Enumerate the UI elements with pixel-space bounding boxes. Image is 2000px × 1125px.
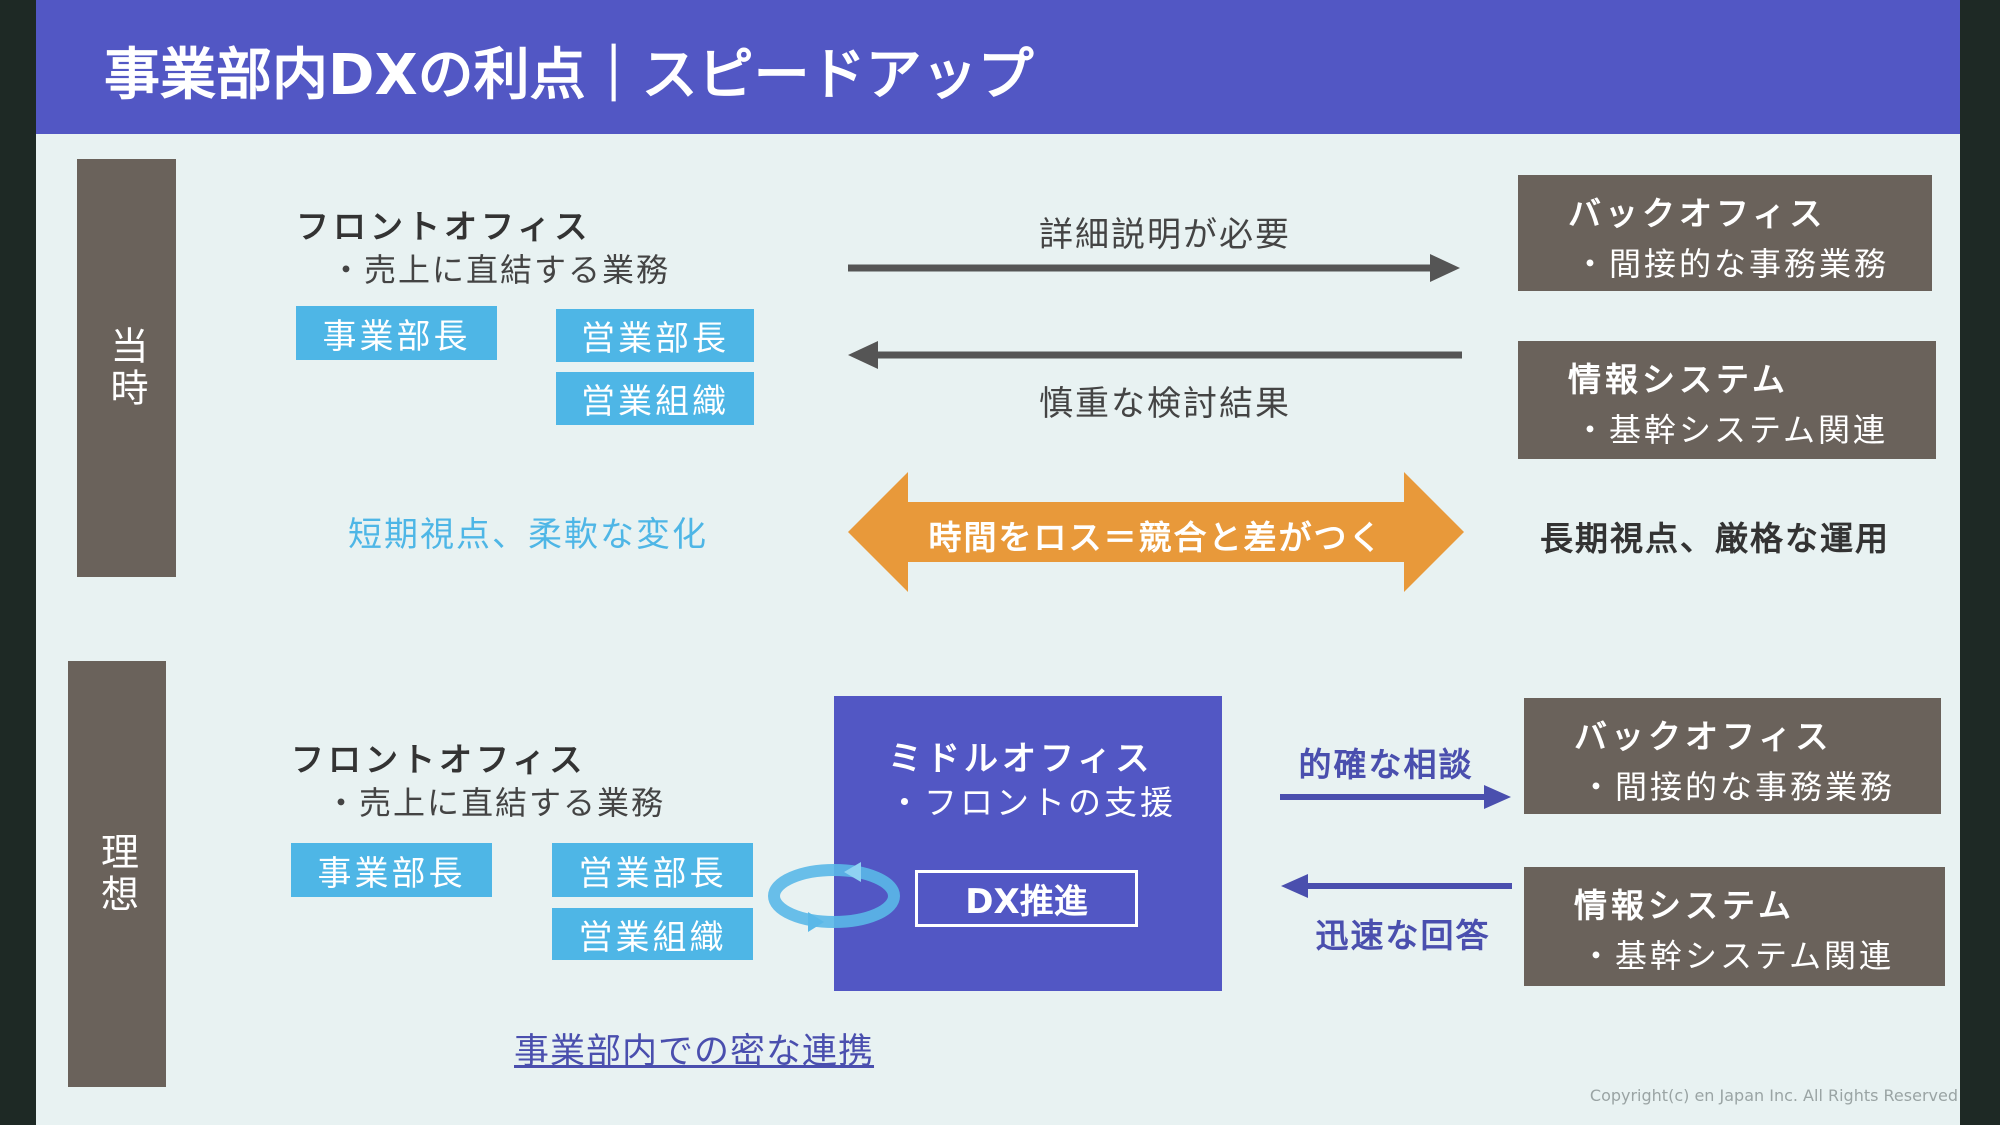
back-office-box: バックオフィス ・間接的な事務業務 [1518, 175, 1932, 291]
front-office-title: フロントオフィス [296, 207, 592, 246]
side-label-before: 当時 [77, 159, 176, 577]
answer-label: 迅速な回答 [1315, 916, 1491, 955]
double-arrow-icon [848, 472, 1464, 592]
chip-division-head-ideal: 事業部長 [291, 843, 492, 897]
back-office-box-ideal: バックオフィス ・間接的な事務業務 [1524, 698, 1941, 814]
info-system-desc-ideal: ・基幹システム関連 [1580, 937, 1895, 975]
chip-division-head: 事業部長 [296, 306, 497, 360]
arrow-left-label: 慎重な検討結果 [1039, 384, 1291, 424]
arrow-right-icon [848, 254, 1460, 282]
middle-office-title: ミドルオフィス [888, 739, 1154, 779]
dx-promotion-box: DX推進 [915, 870, 1138, 927]
back-office-title: バックオフィス [1568, 194, 1827, 233]
back-office-desc-ideal: ・間接的な事務業務 [1580, 768, 1896, 806]
slide-title: 事業部内DXの利点｜スピードアップ [104, 43, 1034, 108]
ideal-exchange-arrows [1280, 785, 1512, 898]
exchange-arrows [848, 254, 1462, 369]
middle-office-box: ミドルオフィス ・フロントの支援 DX推進 [834, 696, 1222, 991]
info-system-box: 情報システム ・基幹システム関連 [1518, 341, 1936, 459]
chip-sales-head: 営業部長 [556, 309, 754, 362]
info-system-desc: ・基幹システム関連 [1574, 411, 1889, 449]
front-office-desc-ideal: ・売上に直結する業務 [325, 784, 666, 822]
slide-header [36, 0, 1960, 134]
chip-sales-org: 営業組織 [556, 372, 754, 425]
arrow-left-icon [848, 341, 1462, 369]
long-term-text: 長期視点、厳格な運用 [1540, 519, 1890, 558]
consult-label: 的確な相談 [1298, 745, 1474, 784]
info-system-title: 情報システム [1568, 360, 1790, 399]
time-loss-text: 時間をロス＝競合と差がつく [928, 518, 1384, 557]
side-label-ideal: 理想 [68, 661, 166, 1087]
info-system-title-ideal: 情報システム [1574, 886, 1796, 925]
copyright-text: Copyright(c) en Japan Inc. All Rights Re… [1589, 1086, 1958, 1105]
middle-office-desc: ・フロントの支援 [888, 783, 1176, 822]
arrow-left-icon [1281, 874, 1512, 898]
front-office-title-ideal: フロントオフィス [291, 740, 587, 779]
front-office-desc: ・売上に直結する業務 [330, 251, 671, 289]
chip-sales-org-ideal: 営業組織 [552, 908, 753, 960]
back-office-desc: ・間接的な事務業務 [1574, 245, 1890, 283]
chip-sales-head-ideal: 営業部長 [552, 843, 753, 897]
arrow-right-icon [1280, 785, 1511, 809]
back-office-title-ideal: バックオフィス [1574, 717, 1833, 756]
cycle-arrows-icon [768, 862, 900, 932]
close-collaboration-link[interactable]: 事業部内での密な連携 [514, 1032, 875, 1072]
arrow-right-label: 詳細説明が必要 [1039, 215, 1291, 255]
info-system-box-ideal: 情報システム ・基幹システム関連 [1524, 867, 1945, 986]
short-term-text: 短期視点、柔軟な変化 [348, 515, 708, 555]
